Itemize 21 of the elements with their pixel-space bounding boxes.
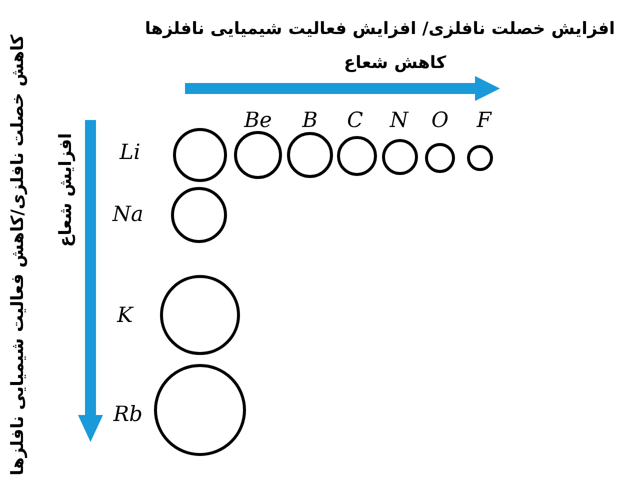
atom-circle (425, 143, 455, 173)
atom-circle (287, 132, 333, 178)
atom-circle (382, 139, 418, 175)
element-symbol: N (390, 108, 408, 132)
atom-circle (337, 136, 377, 176)
atom-circle (234, 131, 282, 179)
element-symbol: Na (112, 202, 144, 226)
trend-label: افزایش خصلت نافلزی/ افزایش فعالیت شیمیایی نافلزها (144, 18, 615, 40)
element-symbol: F (476, 108, 492, 132)
atom-circle (173, 128, 227, 182)
element-symbol: Li (120, 140, 140, 164)
atom-circle (467, 145, 493, 171)
trend-label: کاهش شعاع (344, 52, 446, 74)
element-symbol: Be (244, 108, 272, 132)
element-symbol: B (302, 108, 318, 132)
element-symbol: K (117, 303, 133, 327)
element-symbol: Rb (113, 402, 143, 426)
trend-label: افزایش شعاع (55, 133, 77, 247)
trend-label: کاهش خصلت نافلزی/کاهش فعالیت شیمیایی نافلزها (7, 34, 29, 476)
element-symbol: O (431, 108, 449, 132)
element-symbol: C (346, 108, 364, 132)
